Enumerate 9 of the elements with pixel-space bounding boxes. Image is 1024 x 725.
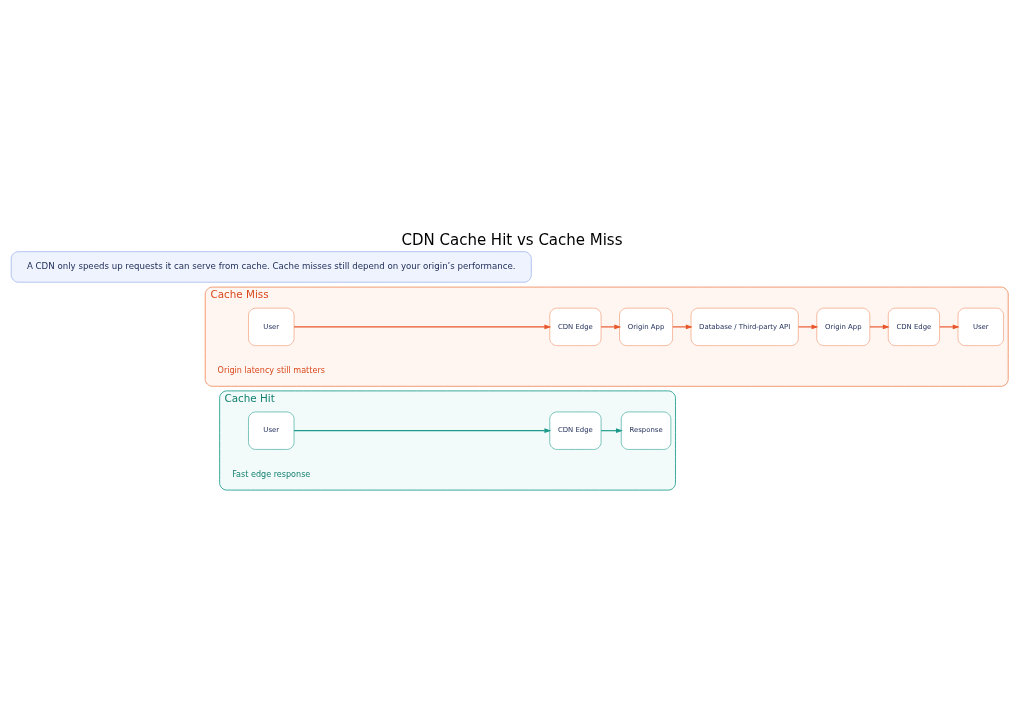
arrow [869, 324, 890, 330]
arrow [672, 324, 693, 330]
diagram-title: CDN Cache Hit vs Cache Miss [401, 230, 623, 249]
arrow [939, 324, 960, 330]
arrow [293, 324, 552, 330]
arrow [797, 324, 819, 330]
arrow [600, 324, 622, 330]
arrow [293, 428, 552, 434]
node-box: A CDN only speeds up requests it can serve from cache. Cache misses still depend on your origin’s performance. [10, 251, 532, 283]
